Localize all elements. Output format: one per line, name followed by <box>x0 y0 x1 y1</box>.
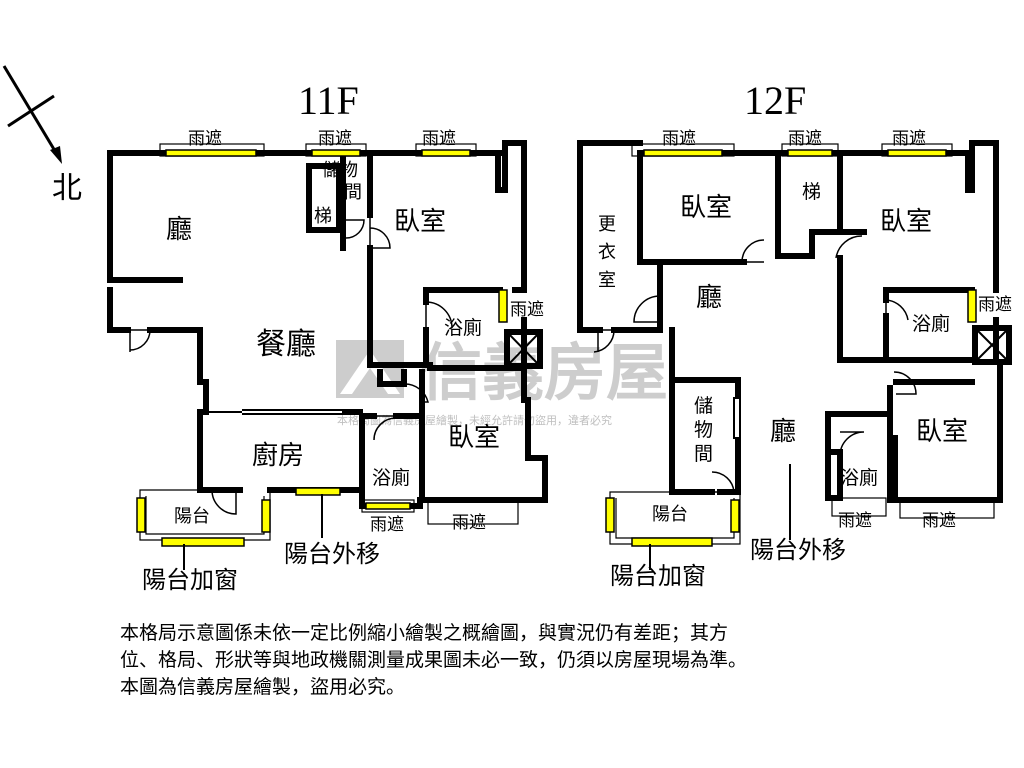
awning-label: 雨遮 <box>318 129 352 149</box>
callout-balcony-extend: 陽台外移 <box>750 536 846 564</box>
room-label-bath-b: 浴廁 <box>372 466 410 489</box>
awning-label: 雨遮 <box>370 515 404 535</box>
room-label-bedroom-a: 臥室 <box>680 193 732 223</box>
callout-balcony-window: 陽台加窗 <box>610 562 706 590</box>
room-label-storage: 儲物間 <box>694 395 713 465</box>
awning-label: 雨遮 <box>922 511 956 531</box>
watermark-brand: 信義房屋 <box>420 336 668 409</box>
room-label-bath-b: 浴廁 <box>840 466 878 489</box>
room-label-balcony: 陽台 <box>652 504 688 525</box>
awning-label: 雨遮 <box>510 300 544 320</box>
compass: 北 <box>2 65 82 206</box>
callout-balcony-window: 陽台加窗 <box>142 566 238 594</box>
room-label-bedroom-c: 臥室 <box>916 417 968 447</box>
room-label-living-upper: 廳 <box>696 283 722 313</box>
room-label-bath-a: 浴廁 <box>444 316 482 339</box>
room-label-dining: 餐廳 <box>256 327 316 362</box>
disclaimer: 本格局示意圖係未依一定比例縮小繪製之概繪圖，與實況仍有差距；其方 位、格局、形狀… <box>120 620 1000 701</box>
floor-plan-11f <box>107 140 548 570</box>
room-label-stairs: 梯 <box>802 181 821 203</box>
floor-plan-12f <box>577 140 1012 570</box>
awning-label: 雨遮 <box>838 511 872 531</box>
room-label-bedroom-a: 臥室 <box>394 207 446 237</box>
room-label-closet: 更衣室 <box>598 214 616 291</box>
awning-label: 雨遮 <box>892 129 926 149</box>
awning-label: 雨遮 <box>978 295 1012 315</box>
floor-label-11f: 11F <box>298 78 359 123</box>
floor-label-12f: 12F <box>744 78 806 123</box>
disclaimer-line: 本圖為信義房屋繪製，盜用必究。 <box>120 676 406 698</box>
room-label-stairs: 梯 <box>314 206 332 227</box>
awning-label: 雨遮 <box>662 129 696 149</box>
awning-label: 雨遮 <box>788 129 822 149</box>
room-label-living: 廳 <box>166 215 192 245</box>
room-label-storage: 儲物間 <box>322 160 362 203</box>
room-label-balcony: 陽台 <box>174 506 210 527</box>
room-label-bath-a: 浴廁 <box>912 312 950 335</box>
awning-label: 雨遮 <box>422 129 456 149</box>
room-label-living-lower: 廳 <box>770 417 796 447</box>
awning-label: 雨遮 <box>452 513 486 533</box>
room-label-kitchen: 廚房 <box>252 441 304 471</box>
disclaimer-line: 位、格局、形狀等與地政機關測量成果圖未必一致，仍須以房屋現場為準。 <box>120 649 748 671</box>
disclaimer-line: 本格局示意圖係未依一定比例縮小繪製之概繪圖，與實況仍有差距；其方 <box>120 622 729 644</box>
awning-label: 雨遮 <box>188 129 222 149</box>
floor-12f-labels: 臥室 臥室 臥室 廳 廳 更衣室 梯 浴廁 浴廁 儲物間 陽台 雨遮 雨遮 雨遮… <box>598 129 1012 590</box>
callout-balcony-extend: 陽台外移 <box>284 540 380 568</box>
floor-11f-labels: 廳 餐廳 臥室 臥室 浴廁 浴廁 廚房 儲物間 梯 陽台 雨遮 雨遮 雨遮 雨遮… <box>142 129 544 594</box>
compass-north-label: 北 <box>52 171 82 206</box>
room-label-bedroom-b: 臥室 <box>448 423 500 453</box>
room-label-bedroom-b: 臥室 <box>880 207 932 237</box>
